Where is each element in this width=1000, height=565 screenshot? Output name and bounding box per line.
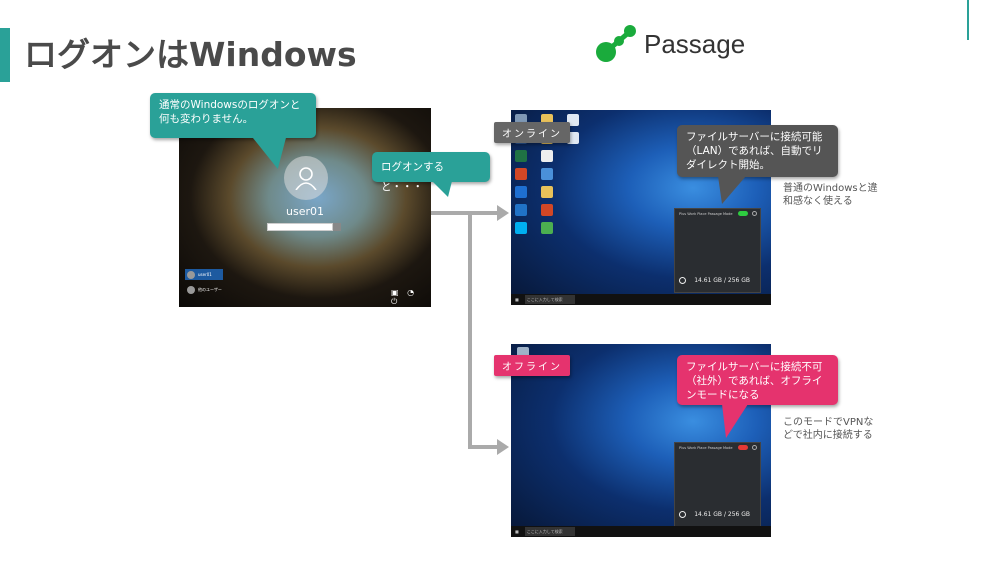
user-list-item[interactable]: user01 [185,269,223,280]
title-accent-bar [0,28,10,82]
storage-usage: 14.61 GB / 256 GB [694,277,750,284]
arrow-head-offline [497,439,509,455]
system-icons[interactable]: ▣ ◔ ⏻ [391,288,418,306]
user-avatar-icon [284,156,328,200]
taskbar-search[interactable]: ここに入力して検索 [524,295,575,304]
online-label: オンライン [494,122,570,143]
passage-logo-icon [596,25,636,62]
passage-panel: Plus Work Place Passage Mode 14.61 GB / … [674,208,761,293]
passage-panel: Plus Work Place Passage Mode 14.61 GB / … [674,442,761,527]
callout-tail [722,404,748,438]
start-icon[interactable]: ■ [515,297,519,302]
callout-text: ファイルサーバーに接続不可（社外）であれば、オフラインモードになる [686,361,823,401]
login-callout: 通常のWindowsのログオンと何も変わりません。 [150,93,316,138]
windows-login-screenshot: user01 user01 他のユーザー ▣ ◔ ⏻ [179,108,431,307]
callout-tail [432,181,452,197]
taskbar-search[interactable]: ここに入力して検索 [524,527,575,536]
callout-text: ログオンすると・・・ [381,161,444,193]
logon-callout: ログオンすると・・・ [372,152,490,193]
password-input[interactable] [267,223,333,231]
storage-usage: 14.61 GB / 256 GB [694,511,750,518]
online-note: 普通のWindowsと違和感なく使える [783,183,878,207]
gear-icon[interactable] [752,445,757,450]
online-callout: ファイルサーバーに接続可能（LAN）であれば、自動でリダイレクト開始。 [677,125,838,177]
sync-ring-icon [679,511,686,518]
corner-accent-line [967,0,969,40]
online-status-toggle[interactable] [738,211,748,216]
arrow-line [468,211,472,449]
panel-title: Plus Work Place Passage Mode [679,446,733,450]
arrow-head-online [497,205,509,221]
callout-text: 通常のWindowsのログオンと何も変わりません。 [159,99,301,125]
user-list-item[interactable]: 他のユーザー [185,284,223,295]
passage-logo: Passage [594,24,745,64]
taskbar: ■ ここに入力して検索 [511,526,771,537]
user-list-label: 他のユーザー [198,286,222,292]
arrow-line [468,445,499,449]
gear-icon[interactable] [752,211,757,216]
offline-status-toggle[interactable] [738,445,748,450]
submit-arrow-button[interactable] [333,223,341,231]
start-icon[interactable]: ■ [515,529,519,534]
offline-label: オフライン [494,355,570,376]
offline-callout: ファイルサーバーに接続不可（社外）であれば、オフラインモードになる [677,355,838,405]
callout-tail [718,176,746,204]
offline-note: このモードでVPNなどで社内に接続する [783,417,874,441]
panel-title: Plus Work Place Passage Mode [679,212,733,216]
user-list-label: user01 [198,272,212,277]
logo-text: Passage [644,28,746,59]
login-username: user01 [286,205,324,218]
slide-title: ログオンはWindows [24,35,357,74]
sync-ring-icon [679,277,686,284]
taskbar: ■ ここに入力して検索 [511,294,771,305]
arrow-line [431,211,499,215]
callout-text: ファイルサーバーに接続可能（LAN）であれば、自動でリダイレクト開始。 [686,131,823,171]
